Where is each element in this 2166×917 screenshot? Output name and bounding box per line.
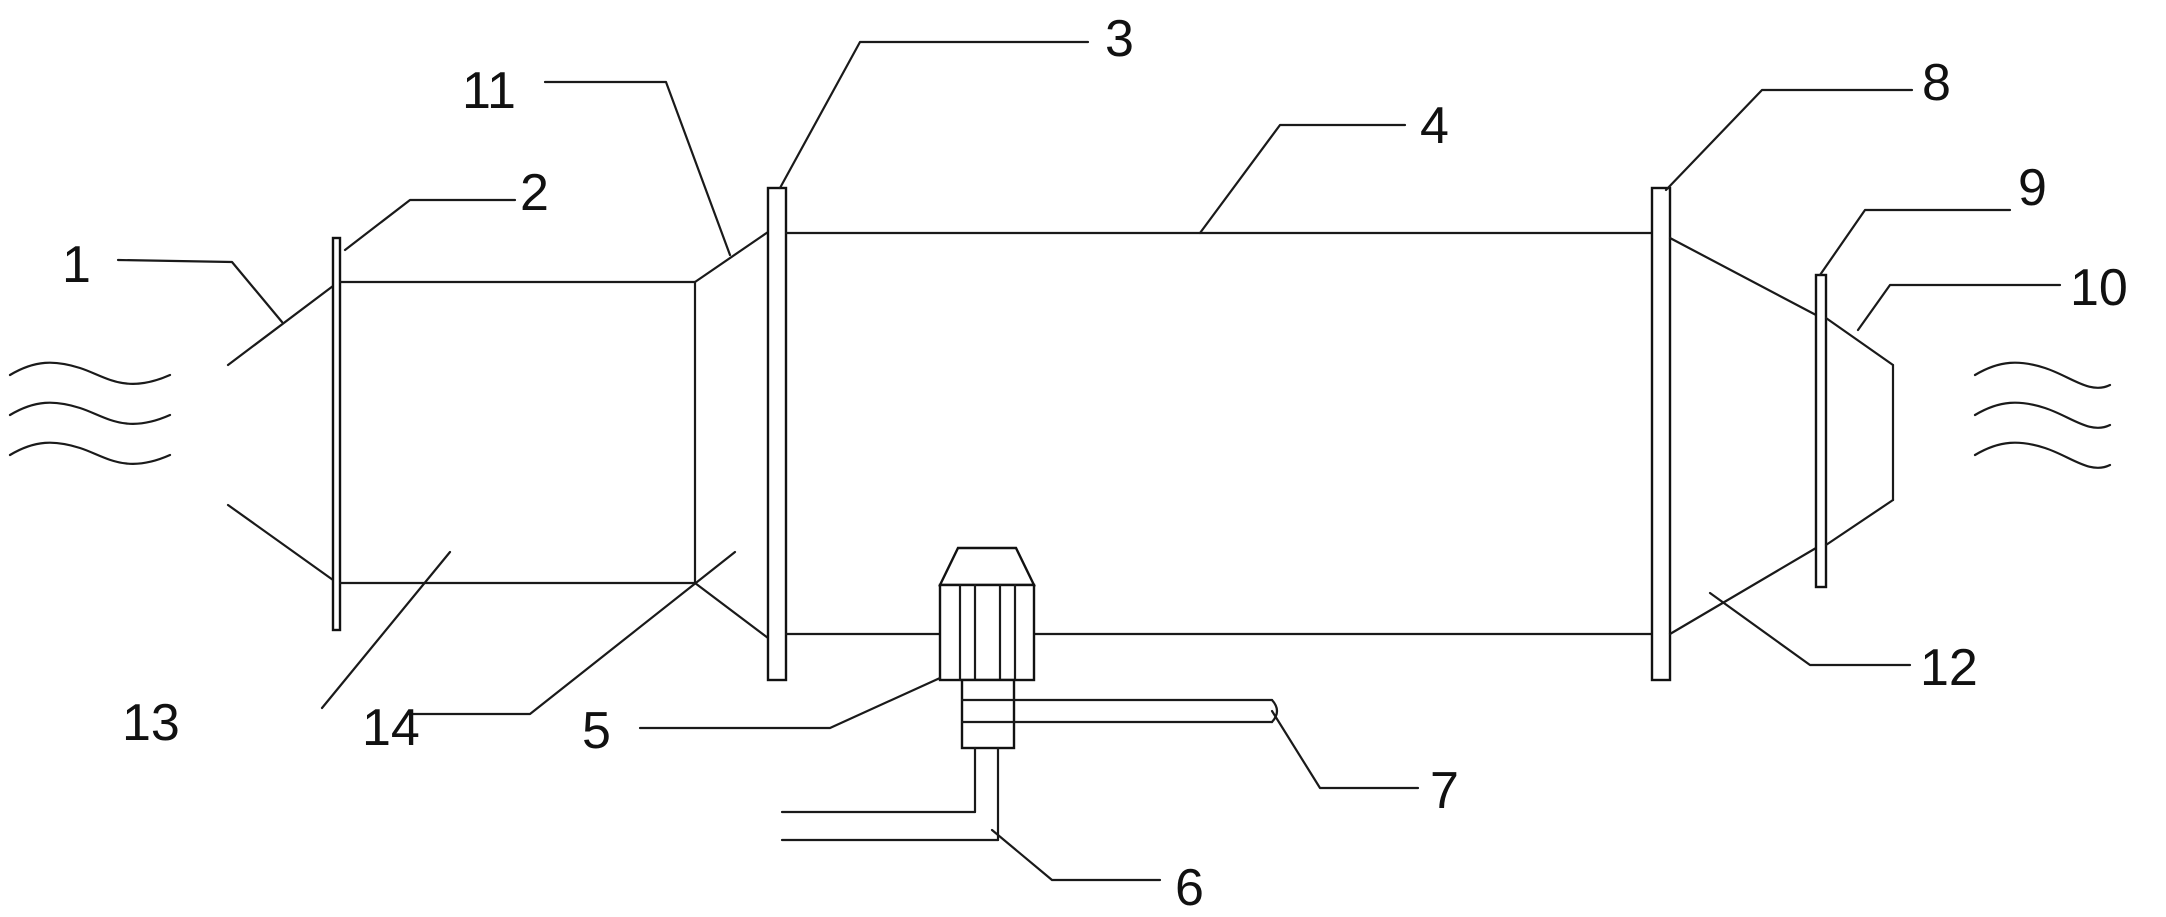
label-9: 9 [2018,159,2047,217]
label-2: 2 [520,164,549,222]
label-7: 7 [1430,762,1459,820]
label-1: 1 [62,236,91,294]
label-5: 5 [582,702,611,760]
label-3: 3 [1105,10,1134,68]
inlet-pipe-6 [780,746,1000,842]
transition-cone-11 [693,230,770,640]
label-11: 11 [462,62,516,120]
label-4: 4 [1420,97,1449,155]
label-14: 14 [362,699,420,757]
inlet-airflow-waves [8,361,172,465]
flange-3 [766,186,788,682]
label-10: 10 [2070,259,2128,317]
inlet-cone [226,284,335,582]
filter-box [338,280,697,585]
flange-9 [1814,273,1828,589]
outlet-nozzle [1824,316,1895,547]
label-13: 13 [122,694,180,752]
outlet-airflow-waves [1973,361,2112,469]
side-pipe-7 [1012,698,1279,724]
outlet-cone [1668,236,1818,636]
main-duct [784,231,1654,636]
label-12: 12 [1920,639,1978,697]
flange-2 [331,236,342,632]
label-8: 8 [1922,54,1951,112]
number-labels: 1 2 3 11 4 8 9 10 12 13 14 5 7 6 [62,10,2128,917]
flange-8 [1650,186,1672,682]
leader-lines [116,40,2062,882]
label-6: 6 [1175,859,1204,917]
pipe-connector [960,678,1016,750]
valve-assembly [938,546,1036,682]
